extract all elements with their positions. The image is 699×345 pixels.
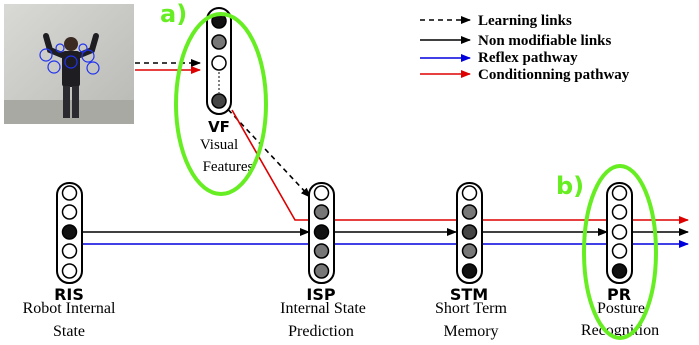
neuron [313, 185, 330, 201]
isp-name-line2: Prediction [288, 323, 354, 340]
neuron [611, 263, 628, 279]
neuron [313, 224, 330, 240]
neuron [313, 204, 330, 220]
vf-name-line2: Features [203, 159, 254, 175]
callout-b: b) [556, 172, 584, 200]
callout-a: a) [160, 0, 187, 28]
neuron [313, 243, 330, 259]
stm-name-line2: Memory [443, 323, 498, 340]
neuron [461, 263, 478, 279]
vf-name-line1: Visual [200, 137, 238, 153]
legend-label-nonmodifiable: Non modifiable links [478, 33, 612, 49]
neuron [461, 243, 478, 259]
pr-abbr: PR [607, 285, 631, 304]
neuron [461, 185, 478, 201]
stm-name-line1: Short Term [435, 300, 507, 317]
legend-label-learning: Learning links [478, 13, 572, 29]
module-isp [308, 182, 335, 284]
neuron [211, 55, 227, 71]
neuron [61, 243, 78, 259]
isp-abbr: ISP [306, 285, 335, 304]
stm-abbr: STM [450, 285, 488, 304]
neuron [211, 93, 227, 109]
neuron [611, 204, 628, 220]
highlight-ellipse-a [174, 12, 268, 196]
isp-name-line1: Internal State [280, 300, 366, 317]
feature-points [39, 43, 100, 75]
legend: Learning links Non modifiable links Refl… [420, 13, 630, 83]
neuron [61, 224, 78, 240]
highlight-ellipse-b [582, 164, 658, 340]
neuron [611, 185, 628, 201]
pr-name-line1: Posture [597, 300, 645, 317]
ris-abbr: RIS [54, 285, 84, 304]
neuron [611, 224, 628, 240]
neuron [61, 204, 78, 220]
camera-image [4, 4, 134, 124]
legend-label-conditioning: Conditionning pathway [478, 67, 630, 83]
module-pr [606, 182, 633, 284]
neuron [611, 243, 628, 259]
module-stm [456, 182, 483, 284]
neuron [61, 185, 78, 201]
vf-abbr: VF [208, 118, 230, 136]
module-vf [206, 7, 232, 115]
ris-name-line1: Robot Internal [23, 300, 116, 317]
neuron [211, 34, 227, 50]
conditioning-pathway [231, 109, 689, 224]
neuron [461, 224, 478, 240]
ris-name-line2: State [53, 323, 85, 340]
legend-label-reflex: Reflex pathway [478, 50, 578, 66]
neuron [313, 263, 330, 279]
neuron [461, 204, 478, 220]
module-ris [56, 182, 83, 284]
neuron [61, 263, 78, 279]
